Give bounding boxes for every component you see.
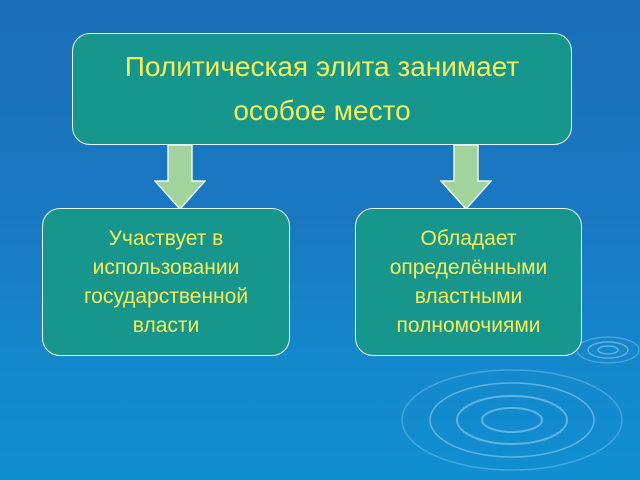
right-box: Обладает определёнными властными полномо…: [355, 208, 582, 356]
left-box: Участвует в использовании государственно…: [42, 208, 290, 356]
top-box: Политическая элита занимает особое место: [72, 33, 572, 145]
down-arrow-icon: [440, 145, 492, 210]
right-box-line-2: определёнными: [389, 256, 548, 279]
left-box-line-1: Участвует в: [108, 227, 224, 250]
left-box-line-3: государственной: [83, 285, 249, 308]
left-box-line-2: использовании: [92, 256, 240, 279]
right-box-line-3: властными: [414, 285, 523, 308]
right-box-line-1: Обладает: [420, 227, 517, 250]
top-box-line-2: особое место: [233, 95, 411, 126]
left-box-line-4: власти: [132, 314, 200, 337]
top-box-line-1: Политическая элита занимает: [124, 51, 520, 82]
down-arrow-icon: [154, 145, 206, 210]
right-box-line-4: полномочиями: [396, 314, 541, 337]
